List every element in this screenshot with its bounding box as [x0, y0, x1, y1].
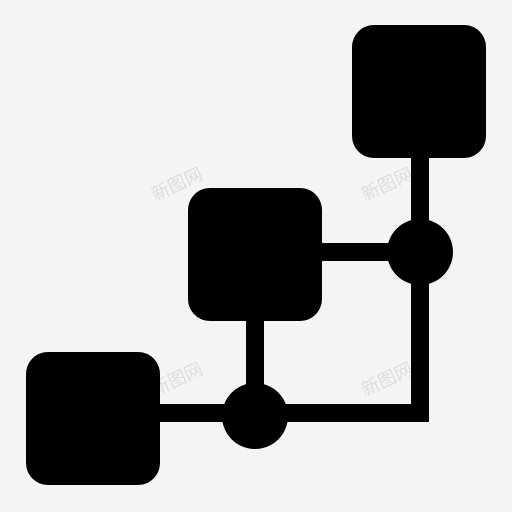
lower-junction-dot: [222, 383, 288, 449]
right-junction-dot: [387, 219, 453, 285]
top-right-node-box: [352, 25, 486, 158]
bottom-left-node-box: [26, 352, 160, 485]
watermark-text: 新图网: [358, 359, 416, 401]
watermark-text: 新图网: [358, 164, 416, 206]
middle-node-box: [188, 188, 322, 321]
